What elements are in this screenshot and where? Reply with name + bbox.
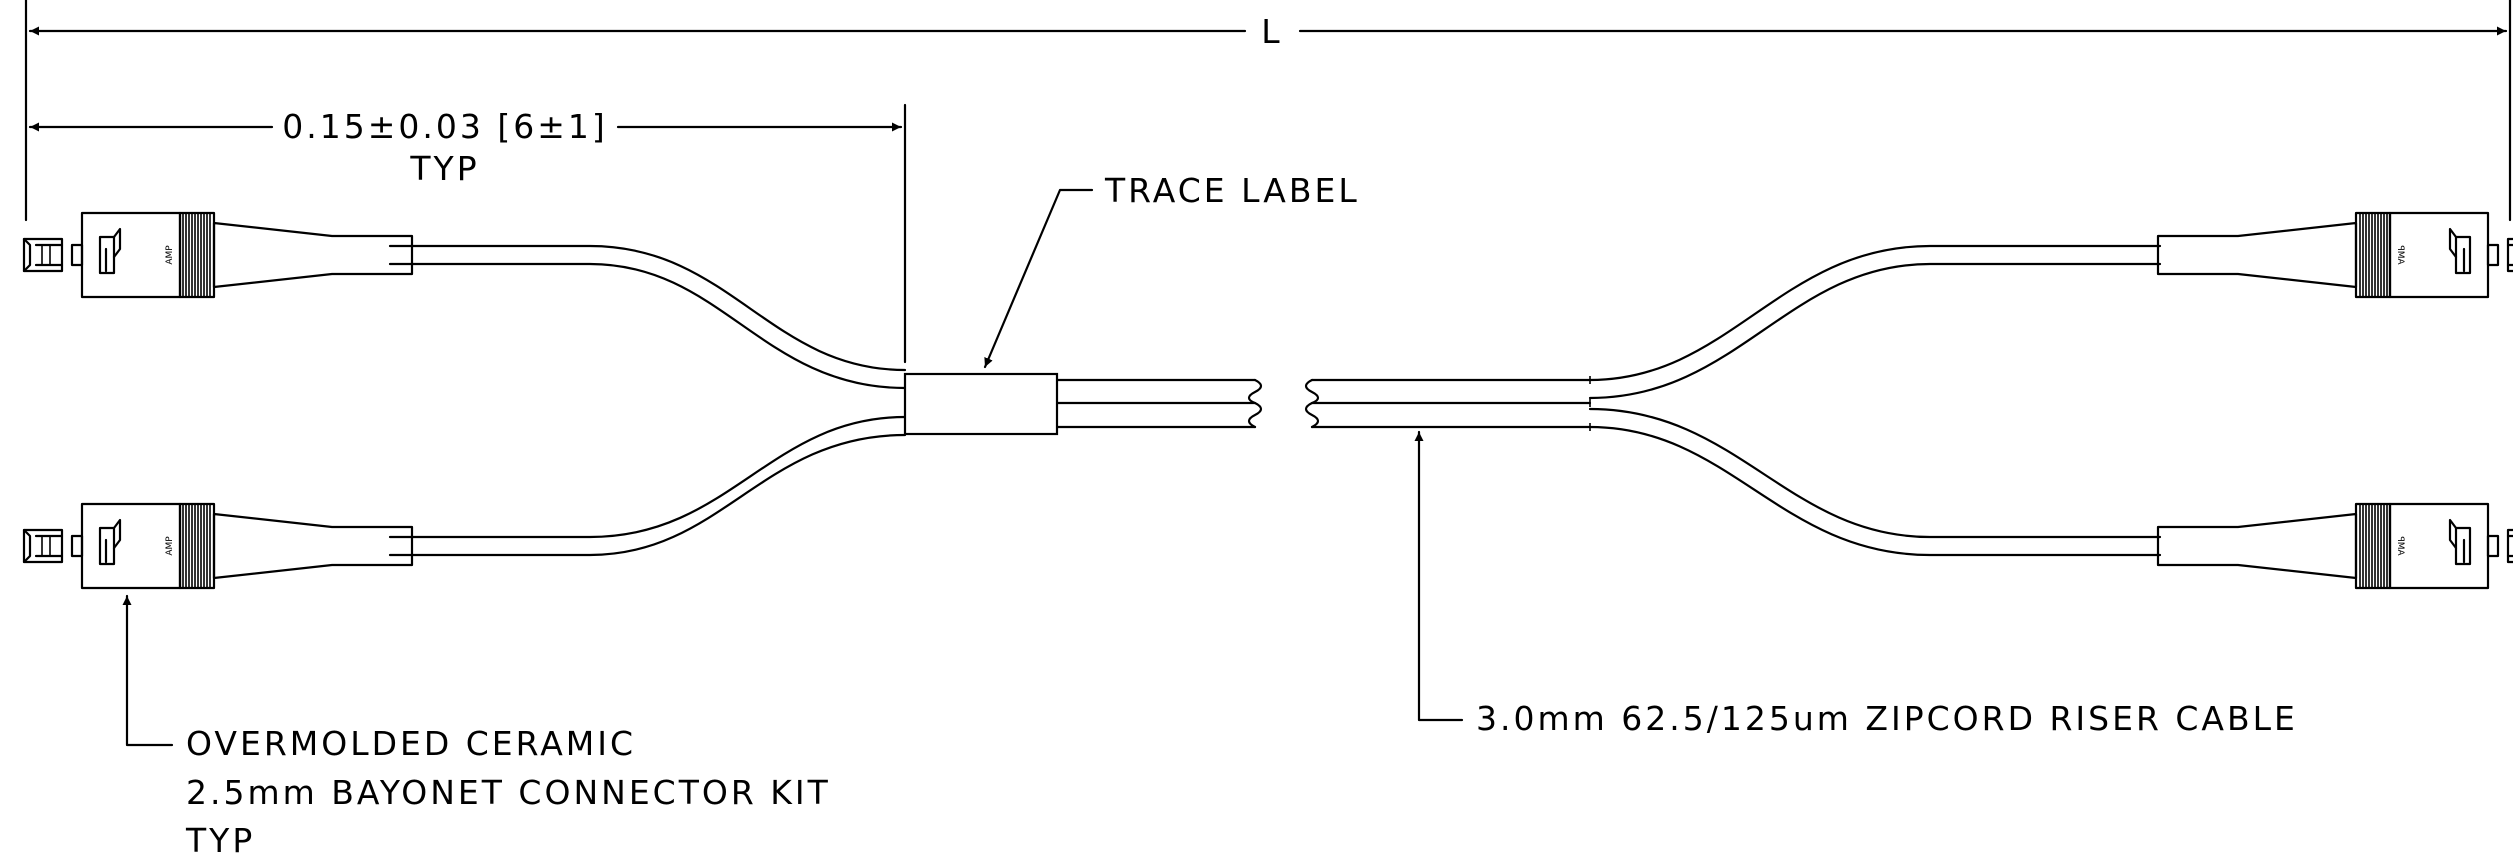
breakout-note-label: TYP [409, 149, 479, 188]
trace-label-callout: TRACE LABEL [983, 171, 1360, 369]
left-top-connector: AMP [22, 211, 414, 299]
breakout-length-label: 0.15±0.03 [6±1] [282, 107, 607, 146]
left-bottom-connector: AMP [22, 502, 414, 590]
right-bottom-connector: AMP [2156, 502, 2513, 590]
connector-marking: AMP [165, 536, 175, 556]
connector-callout-line1: OVERMOLDED CERAMIC [186, 724, 636, 763]
left-breakout-legs [388, 244, 907, 557]
connector-callout-line2: 2.5mm BAYONET CONNECTOR KIT [186, 773, 831, 812]
right-breakout-legs [1588, 244, 2162, 557]
connector-marking: AMP [2395, 245, 2405, 265]
cable-callout-text: 3.0mm 62.5/125um ZIPCORD RISER CABLE [1476, 699, 2298, 738]
trace-label-text: TRACE LABEL [1104, 171, 1360, 210]
right-top-connector: AMP [2156, 211, 2513, 299]
cable-callout: 3.0mm 62.5/125um ZIPCORD RISER CABLE [1414, 430, 2298, 738]
left-zipcord [1055, 378, 1263, 429]
overall-length-label: L [1261, 12, 1282, 51]
connector-callout-line3: TYP [185, 821, 255, 859]
breakout-length-dimension: 0.15±0.03 [6±1] TYP [28, 103, 907, 364]
connector-marking: AMP [165, 245, 175, 265]
right-zipcord [1304, 376, 1592, 431]
trace-label-sleeve [903, 372, 1059, 436]
overall-length-dimension: L [24, 0, 2512, 222]
connector-marking: AMP [2395, 536, 2405, 556]
connector-callout: OVERMOLDED CERAMIC 2.5mm BAYONET CONNECT… [122, 594, 831, 859]
